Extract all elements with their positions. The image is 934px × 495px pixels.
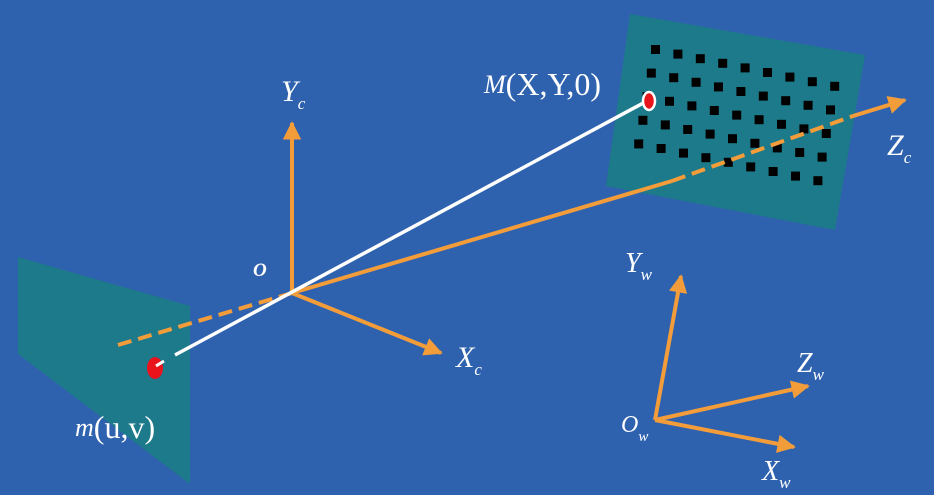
pattern-square [772,143,782,153]
pattern-square [758,91,768,101]
projection-ray [174,99,648,357]
yw-axis [653,274,688,421]
pattern-square [683,125,693,134]
zc-axis-arrow [852,96,907,118]
image-point-marker [147,357,163,379]
pattern-square [691,77,701,87]
pattern-square [781,96,791,106]
optical-axis-hidden-dashed [671,114,854,183]
calibration-target [606,14,865,230]
pattern-square [746,162,756,172]
pattern-square [817,152,827,162]
pattern-square [687,101,697,111]
pattern-square [736,87,746,96]
world-origin-label: Ow [621,412,648,445]
pattern-square [826,105,835,115]
camera-y-axis-label: Yc [281,75,306,113]
world-x-axis-label: Xw [761,456,791,492]
pattern-square [656,144,666,153]
pattern-square [803,100,813,110]
pattern-square [768,167,778,176]
zw-axis [654,380,810,422]
checkerboard-pattern [634,45,840,186]
pattern-square [638,115,648,125]
pattern-square [754,115,764,125]
xc-axis [291,291,443,356]
pattern-square [665,96,674,106]
pattern-square [799,124,809,134]
camera-origin-label: O [253,260,267,281]
pattern-square [807,77,817,87]
optical-axis-front [291,179,673,295]
pattern-square [679,148,688,158]
pattern-square [669,73,679,83]
pattern-square [785,72,795,82]
pattern-square [813,176,823,186]
image-plane [18,257,190,484]
target-point-label: M(X,Y,0) [483,66,601,102]
pattern-square [740,63,750,73]
image-point-highlight [155,359,165,368]
camera-z-axis-label: Zc [887,129,912,167]
pattern-square [709,106,719,115]
world-z-axis-label: Zw [797,348,825,384]
pattern-square [821,129,831,138]
pattern-square [695,54,705,64]
pattern-square [830,81,840,91]
pattern-square [728,134,737,144]
image-point-label: m(u,v) [75,409,155,445]
pattern-square [763,68,772,77]
pattern-square [718,58,728,68]
pattern-square [673,49,683,59]
pattern-square [701,153,711,163]
pattern-square [714,82,723,92]
optical-axis-back-dashed [117,291,293,347]
pattern-square [651,45,660,54]
pattern-square [777,119,786,129]
pattern-square [634,139,644,149]
target-point-marker [641,90,657,112]
camera-x-axis-label: Xc [455,341,482,379]
pattern-square [732,110,742,120]
pattern-square [791,171,800,181]
xw-axis [654,418,796,453]
pattern-square [660,120,670,130]
pattern-square [750,138,760,148]
pattern-square [646,68,656,78]
pattern-square [705,129,715,139]
pattern-square [723,157,733,167]
world-y-axis-label: Yw [625,248,653,284]
pattern-square [795,148,805,157]
